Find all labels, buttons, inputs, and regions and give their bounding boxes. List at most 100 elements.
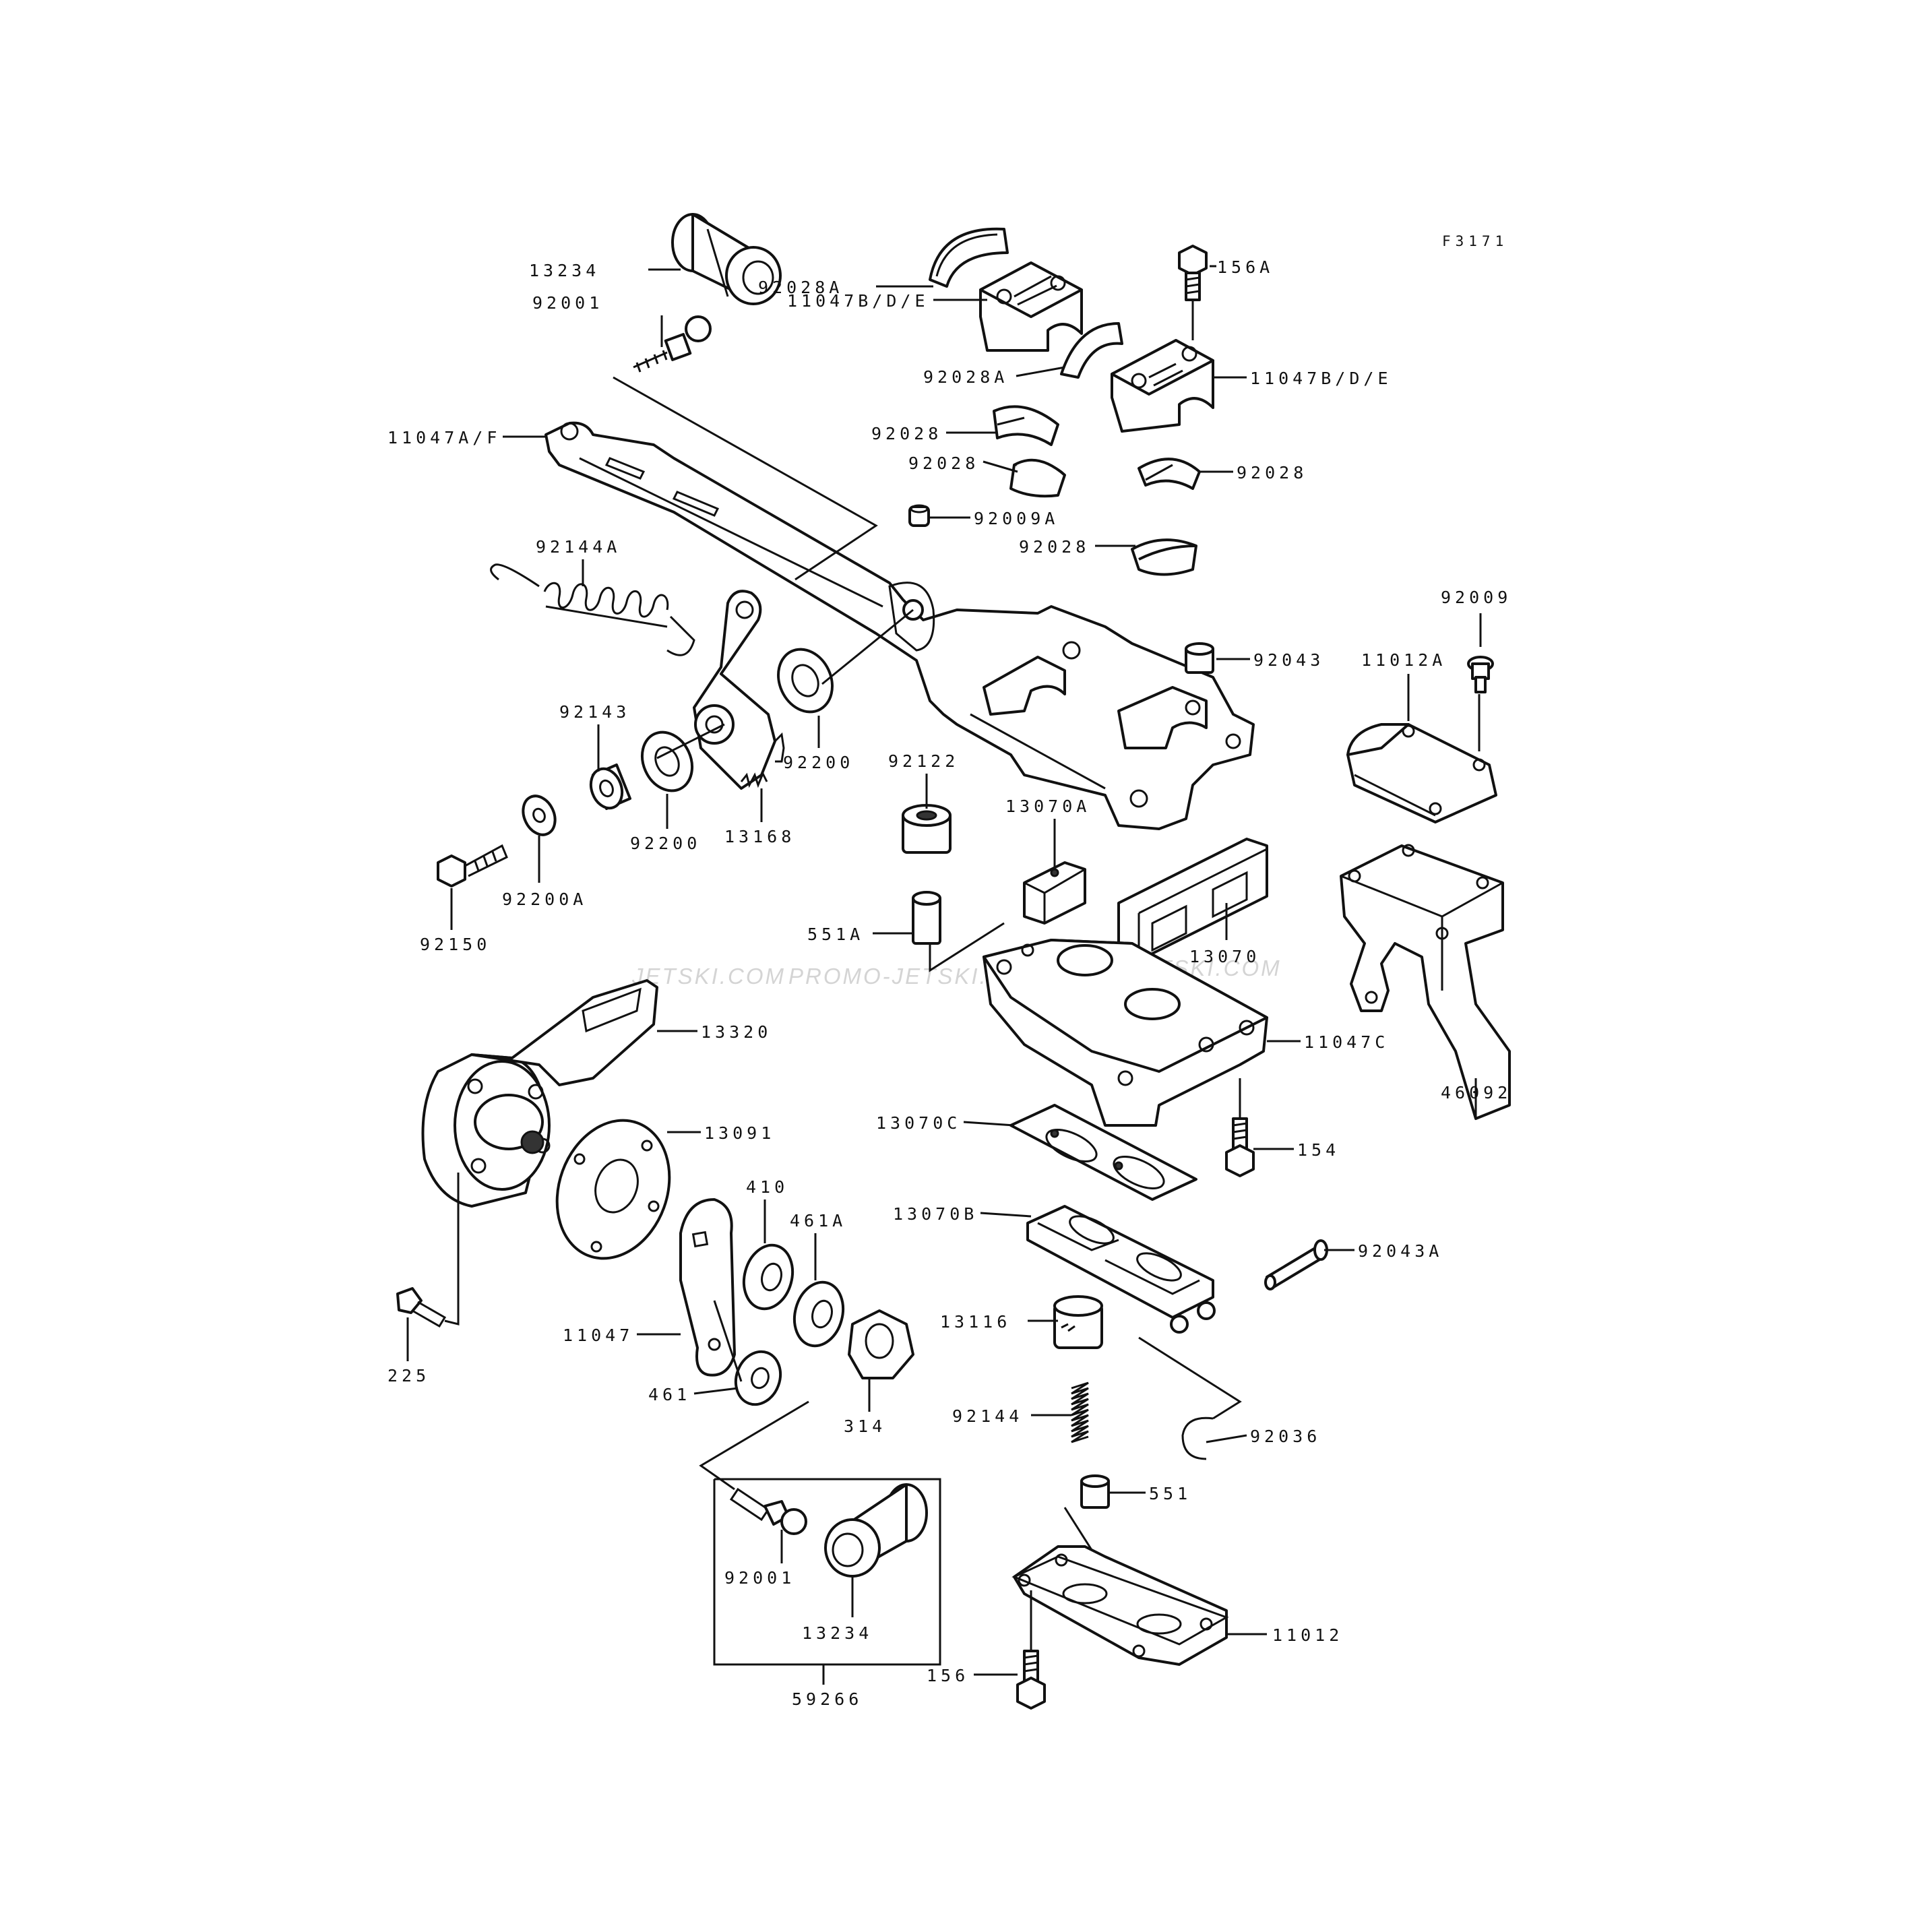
callout-11047C: 11047C <box>1304 1032 1389 1052</box>
callout-92009: 92009 <box>1441 588 1512 607</box>
part-11047-lever-plate <box>679 1198 736 1377</box>
watermark-1: JETSKI.COM <box>631 964 786 989</box>
callout-92036: 92036 <box>1250 1427 1321 1446</box>
part-11012A-holder <box>1346 723 1497 823</box>
part-225-bolt <box>396 1287 447 1328</box>
callout-156: 156 <box>927 1666 969 1685</box>
callout-11012A: 11012A <box>1361 650 1446 670</box>
part-92144A-spring <box>490 563 695 656</box>
callout-92009A: 92009A <box>974 509 1059 528</box>
callout-11047AF: 11047A/F <box>387 428 501 447</box>
part-92028-bushing-2 <box>1009 458 1066 498</box>
callout-13168: 13168 <box>724 827 795 846</box>
callout-154: 154 <box>1297 1140 1340 1160</box>
part-92028A-half-bushing-1 <box>929 227 1009 288</box>
callout-13234-top: 13234 <box>529 261 600 280</box>
callout-46092: 46092 <box>1441 1083 1512 1102</box>
callout-92028A-1: 92028A <box>758 278 843 297</box>
part-92122-collar <box>902 804 952 854</box>
part-92001-ball-joint-bottom <box>729 1487 807 1535</box>
callout-92028-4: 92028 <box>1019 537 1090 557</box>
part-13070C-plate <box>1009 1104 1197 1201</box>
part-156A-bolt <box>1178 245 1208 301</box>
callout-13116: 13116 <box>940 1312 1011 1332</box>
part-154-bolt <box>1225 1117 1255 1177</box>
part-13070-bracket <box>1117 838 1268 962</box>
callout-551: 551 <box>1149 1484 1191 1503</box>
callout-11047BDE-1: 11047B/D/E <box>787 291 929 311</box>
part-92043-collar <box>1185 642 1214 674</box>
part-410-washer <box>742 1243 794 1311</box>
callout-92150: 92150 <box>420 935 491 954</box>
callout-92143: 92143 <box>559 702 630 722</box>
part-92150-bolt <box>437 844 508 887</box>
part-11047BDE-holder-2 <box>1111 339 1214 433</box>
part-461A-washer <box>792 1280 845 1348</box>
part-92200-washer-1 <box>777 648 834 714</box>
figure-code: F3171 <box>1442 233 1508 249</box>
part-13070B-slider <box>1026 1205 1216 1334</box>
callout-92200-2: 92200 <box>630 834 701 853</box>
callout-92001-top: 92001 <box>532 293 603 313</box>
callout-13234-bottom: 13234 <box>802 1623 873 1643</box>
callout-551A: 551A <box>807 925 864 944</box>
callout-59266: 59266 <box>792 1689 863 1709</box>
part-551-collar <box>1080 1474 1110 1509</box>
callout-92028A-2: 92028A <box>923 367 1008 387</box>
part-13234-boot-top <box>671 213 782 305</box>
callout-13070: 13070 <box>1189 947 1260 966</box>
callout-225: 225 <box>387 1366 430 1385</box>
leader-lines <box>406 265 1482 1685</box>
callout-13320: 13320 <box>701 1022 772 1042</box>
callout-92200A: 92200A <box>502 890 587 909</box>
part-92043A-pin <box>1264 1239 1328 1290</box>
callout-13070A: 13070A <box>1005 797 1090 816</box>
callout-92122: 92122 <box>888 751 959 771</box>
callout-labels: 13234 92001 92028A 11047B/D/E 92028A 156… <box>387 257 1512 1709</box>
part-11047C-plate <box>983 939 1268 1127</box>
callout-92200-1: 92200 <box>783 753 854 772</box>
part-11047AF-lever-arm <box>544 421 1255 830</box>
part-92200-washer-2 <box>641 730 693 792</box>
part-46092-bracket <box>1340 844 1511 1120</box>
callout-92043: 92043 <box>1253 650 1324 670</box>
part-92028-bushing-1 <box>993 405 1059 446</box>
part-92009A-collar <box>908 504 930 527</box>
callout-156A: 156A <box>1217 257 1274 277</box>
callout-92028-3: 92028 <box>1237 463 1307 482</box>
part-314-nut <box>848 1309 914 1379</box>
callout-314: 314 <box>844 1416 886 1436</box>
callout-13070B: 13070B <box>893 1204 978 1224</box>
callout-92043A: 92043A <box>1358 1241 1443 1261</box>
part-13116-cap <box>1053 1295 1103 1349</box>
part-92028A-half-bushing-2 <box>1060 322 1123 379</box>
callout-410: 410 <box>746 1177 788 1197</box>
callout-13091: 13091 <box>704 1123 775 1143</box>
part-11012-plate <box>1011 1545 1229 1666</box>
callout-92144: 92144 <box>952 1406 1023 1426</box>
callout-461: 461 <box>648 1385 691 1404</box>
part-13168-sector-gear <box>693 590 785 790</box>
part-461-washer <box>734 1350 782 1406</box>
callout-11047: 11047 <box>563 1326 633 1345</box>
part-13091-disc <box>555 1119 671 1260</box>
part-92028-bushing-4 <box>1131 538 1197 576</box>
part-13234-boot-bottom <box>824 1483 928 1578</box>
part-13070A-small-bracket <box>1023 861 1086 925</box>
part-92028-bushing-3 <box>1138 458 1201 490</box>
callout-92001-bottom: 92001 <box>724 1568 795 1588</box>
callout-11047BDE-2: 11047B/D/E <box>1250 369 1392 388</box>
callout-461A: 461A <box>790 1211 846 1230</box>
part-92143-collar <box>589 764 631 810</box>
part-551A-collar <box>912 891 941 945</box>
part-92200A-washer <box>522 794 557 836</box>
part-156-bolt <box>1016 1650 1046 1710</box>
callout-92028-2: 92028 <box>908 454 979 473</box>
part-92009-screw <box>1467 656 1494 693</box>
callout-92144A: 92144A <box>536 537 621 557</box>
part-11047BDE-holder-1 <box>979 261 1083 352</box>
part-92001-ball-joint-top <box>633 315 712 373</box>
part-13320-housing <box>421 979 658 1208</box>
part-92036-clip <box>1181 1416 1214 1460</box>
